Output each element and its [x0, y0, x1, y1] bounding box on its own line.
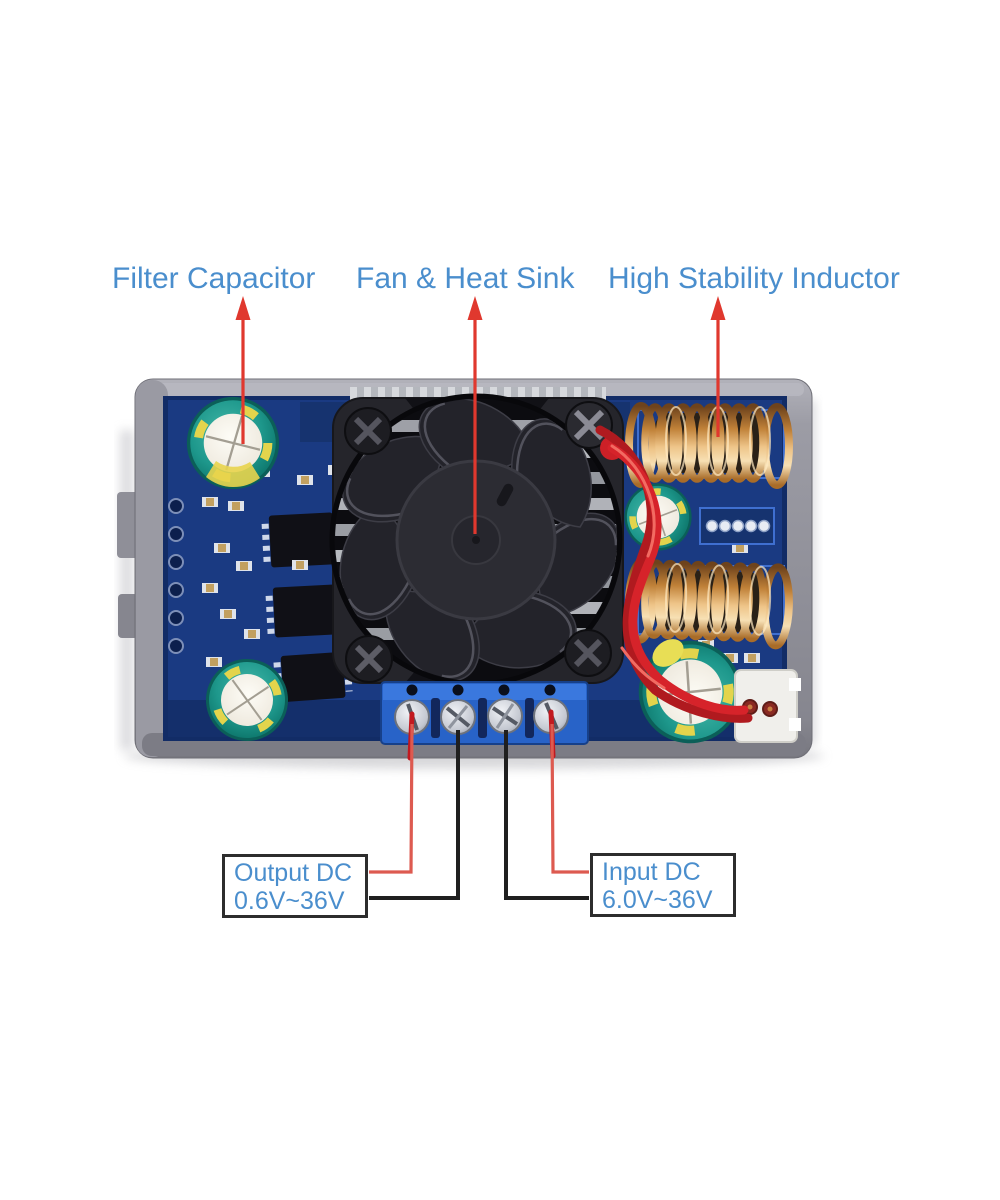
annotation-arrows [235, 296, 726, 534]
label-filter-capacitor: Filter Capacitor [112, 262, 316, 295]
label-high-stability-inductor: High Stability Inductor [608, 262, 900, 295]
ic-chip [261, 512, 343, 568]
inductor-top [629, 406, 789, 485]
callout-input-title: Input DC [602, 858, 701, 886]
callout-lines [369, 723, 589, 900]
ic-chip [265, 584, 347, 638]
callout-input-dc: Input DC 6.0V~36V [590, 853, 736, 917]
header-pads [168, 498, 184, 654]
arrow-filter-capacitor [235, 296, 251, 444]
callout-input-range: 6.0V~36V [602, 886, 713, 914]
callout-output-dc: Output DC 0.6V~36V [222, 854, 368, 918]
fan-wires [595, 425, 753, 723]
arrow-fan-heatsink [467, 296, 483, 534]
callout-output-range: 0.6V~36V [234, 887, 345, 915]
ic-chip [273, 652, 353, 702]
arrow-inductor [710, 296, 726, 437]
pad-row [699, 507, 775, 545]
cooling-fan [329, 393, 624, 687]
filter-capacitor-top-left [187, 397, 279, 489]
capacitor-bottom-right [624, 626, 755, 757]
callout-output-title: Output DC [234, 859, 353, 887]
fan-screws [344, 401, 613, 683]
label-fan-heatsink: Fan & Heat Sink [356, 262, 575, 295]
fan-hub [395, 459, 557, 621]
